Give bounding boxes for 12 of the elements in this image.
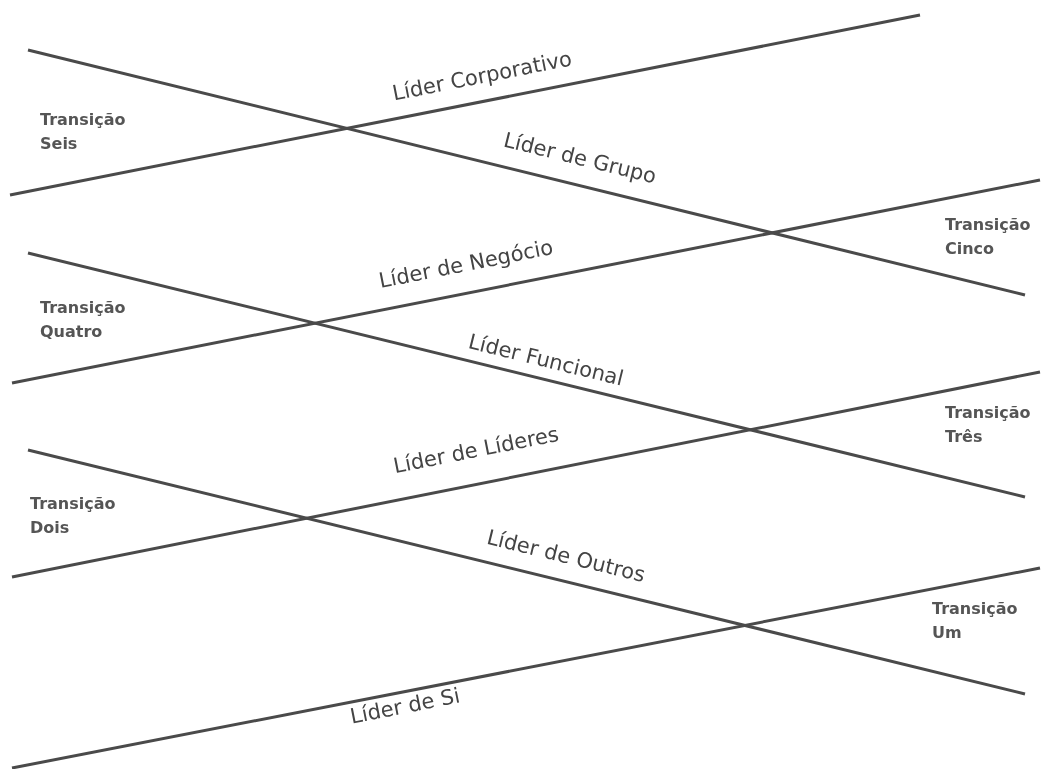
transition-label: Transição Seis <box>40 109 127 155</box>
stage-label: Líder de Si <box>348 683 462 729</box>
stage-label: Líder Corporativo <box>390 46 574 106</box>
transition-label: Transição Um <box>932 598 1019 644</box>
transition-label: Transição Três <box>945 402 1032 448</box>
stage-label: Líder de Negócio <box>376 235 556 293</box>
stage-label: Líder de Líderes <box>391 421 561 479</box>
transition-label: Transição Cinco <box>945 214 1032 260</box>
stage-label: Líder de Outros <box>484 525 648 587</box>
transition-label: Transição Dois <box>30 493 117 539</box>
stage-label: Líder de Grupo <box>501 127 659 189</box>
transition-label: Transição Quatro <box>40 297 127 343</box>
